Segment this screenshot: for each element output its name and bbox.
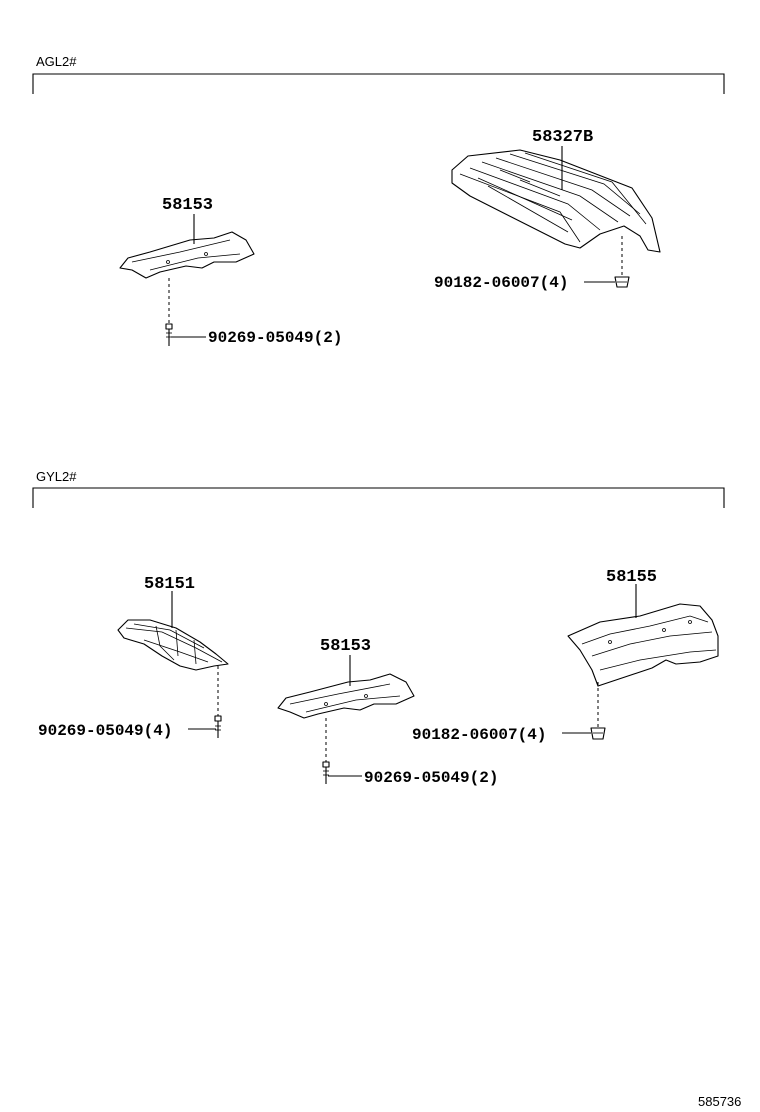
part-number-58153-agl2: 58153 [162, 196, 213, 215]
part-number-58153-gyl2: 58153 [320, 637, 371, 656]
part-number-58155: 58155 [606, 568, 657, 587]
nut-icon [590, 727, 606, 740]
part-number-58327b: 58327B [532, 128, 593, 147]
section-bracket-gyl2 [32, 487, 725, 508]
section-gyl2: GYL2# 58151 90269-05049(4) [32, 469, 725, 787]
fastener-label-bolt-agl2: 90269-05049(2) [208, 329, 342, 347]
bolt-icon [165, 323, 173, 346]
bolt-icon [322, 761, 330, 784]
fastener-label-bolt-gyl2-2: 90269-05049(2) [364, 769, 498, 787]
part-58151-drawing [117, 619, 229, 671]
part-58155-drawing [567, 603, 719, 687]
section-title-gyl2: GYL2# [36, 469, 77, 484]
part-58153-agl2-drawing [119, 231, 255, 279]
bolt-icon [214, 715, 222, 738]
section-agl2: AGL2# 58327B 90182-06007(4) [32, 54, 725, 347]
fastener-label-bolt-gyl2-4: 90269-05049(4) [38, 722, 172, 740]
section-bracket-agl2 [32, 73, 725, 94]
part-58153-gyl2-drawing [277, 673, 415, 719]
part-58327b-drawing [451, 149, 661, 253]
diagram-reference-number: 585736 [698, 1094, 741, 1109]
fastener-label-nut-gyl2: 90182-06007(4) [412, 726, 546, 744]
nut-icon [614, 276, 630, 288]
fastener-label-nut-agl2: 90182-06007(4) [434, 274, 568, 292]
section-title-agl2: AGL2# [36, 54, 77, 69]
part-number-58151: 58151 [144, 575, 195, 594]
